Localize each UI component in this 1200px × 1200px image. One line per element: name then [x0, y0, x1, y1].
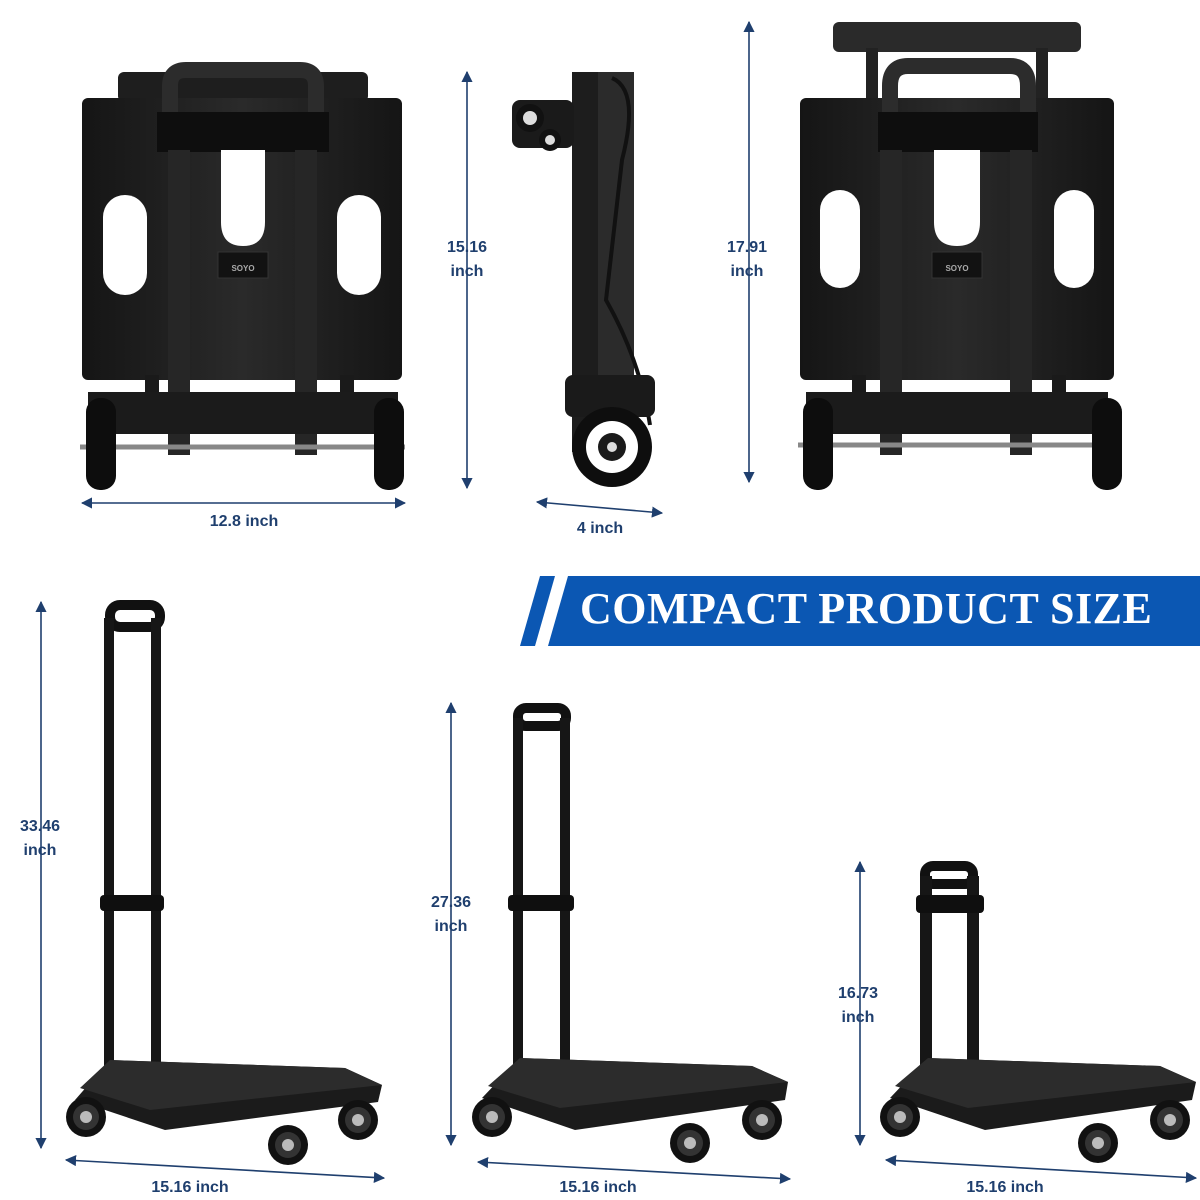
brand-logo-back: SOYO: [945, 264, 968, 273]
dimension-lines: [35, 20, 1198, 1185]
folded-cart-back-image: SOYO: [798, 22, 1122, 490]
brand-logo-front: SOYO: [231, 264, 254, 273]
folded-cart-front-image: SOYO: [80, 62, 405, 490]
dim-line-folded-side-depth: [535, 497, 664, 518]
folded-side-depth-label: 4 inch: [576, 520, 624, 537]
extended-cart-short-image: [880, 861, 1196, 1163]
extended-cart-tall-image: [66, 600, 382, 1165]
tall-width-label: 15.16 inch: [151, 1179, 229, 1196]
folded-front-width-label: 12.8 inch: [209, 513, 279, 530]
tall-height-label: 33.46 inch: [19, 818, 61, 859]
folded-back-height-label: 17.91 inch: [726, 239, 768, 280]
short-height-label: 16.73 inch: [837, 985, 879, 1026]
banner-background: [520, 576, 1200, 646]
dim-line-mid-width: [476, 1156, 792, 1185]
mid-width-label: 15.16 inch: [559, 1179, 637, 1196]
extended-cart-mid-image: [472, 703, 788, 1163]
mid-height-label: 27.36 inch: [430, 894, 472, 935]
dim-line-tall-width: [64, 1154, 386, 1184]
dim-line-short-width: [884, 1154, 1198, 1184]
banner-title: COMPACT PRODUCT SIZE: [580, 584, 1153, 633]
short-width-label: 15.16 inch: [966, 1179, 1044, 1196]
folded-front-height-label: 15.16 inch: [446, 239, 488, 280]
compact-size-banner: COMPACT PRODUCT SIZE: [500, 571, 1200, 646]
folded-cart-side-image: [512, 72, 655, 487]
